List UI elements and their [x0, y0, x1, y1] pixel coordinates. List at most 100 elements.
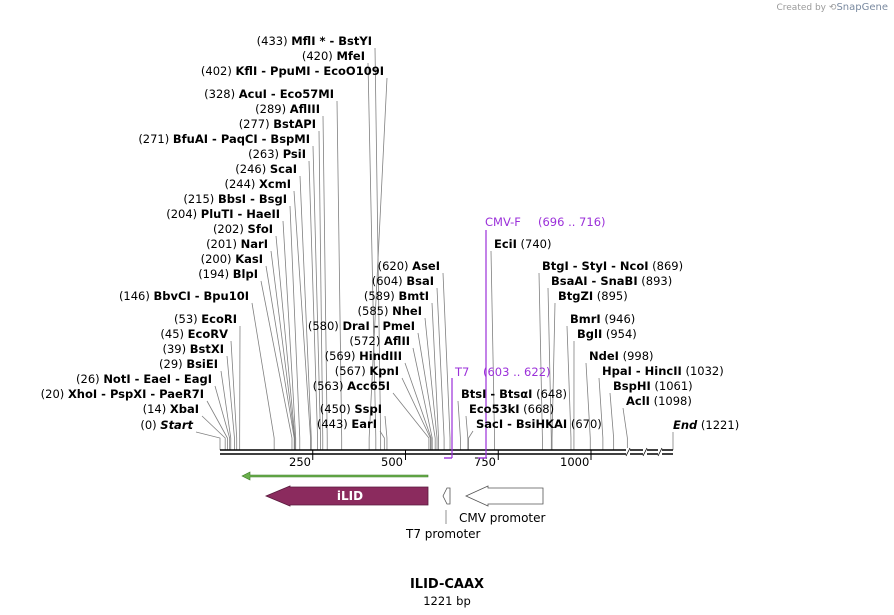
site-aflii[interactable]: (572) AflII — [349, 334, 410, 348]
connector-line — [289, 205, 301, 450]
site-bmri[interactable]: BmrI (946) — [570, 312, 635, 326]
site-sspi[interactable]: (450) SspI — [320, 402, 382, 416]
site-bsiei[interactable]: (29) BsiEI — [159, 357, 218, 371]
site-kasi[interactable]: (200) KasI — [201, 252, 263, 266]
feature-cmv-promoter[interactable]: CMV promoter — [459, 485, 546, 525]
site-start: (0) Start — [140, 418, 193, 432]
svg-text:(585) NheI: (585) NheI — [358, 304, 422, 318]
site-bstapi[interactable]: (277) BstAPI — [239, 117, 316, 131]
primer-t7[interactable]: T7 (603 .. 622) — [444, 365, 551, 459]
site-noti[interactable]: (26) NotI - EaeI - EagI — [76, 372, 212, 386]
site-acc65i[interactable]: (563) Acc65I — [313, 379, 390, 393]
site-blpi[interactable]: (194) BlpI — [198, 267, 258, 281]
site-enzyme-name: BtgZI — [558, 289, 593, 303]
connector-line — [299, 175, 312, 450]
site-enzyme-name: BstAPI — [273, 117, 316, 131]
svg-text:(45) EcoRV: (45) EcoRV — [160, 327, 228, 341]
site-nari[interactable]: (201) NarI — [206, 237, 268, 251]
site-asei[interactable]: (620) AseI — [378, 259, 440, 273]
connector-line — [260, 280, 293, 450]
site-eari[interactable]: (443) EarI — [317, 417, 377, 431]
site-enzyme-name: BsaI — [406, 274, 434, 288]
site-btgi[interactable]: BtgI - StyI - NcoI (869) — [542, 259, 683, 273]
svg-text:AclI (1098): AclI (1098) — [626, 394, 692, 408]
site-saci[interactable]: SacI - BsiHKAI (670) — [476, 417, 602, 431]
site-bfuai[interactable]: (271) BfuAI - PaqCI - BspMI — [138, 132, 310, 146]
site-position: (289) — [255, 102, 290, 116]
site-btgzi[interactable]: BtgZI (895) — [558, 289, 628, 303]
site-position: (648) — [532, 387, 567, 401]
svg-text:BtgZI (895): BtgZI (895) — [558, 289, 628, 303]
svg-text:BmrI (946): BmrI (946) — [570, 312, 635, 326]
connector-line — [622, 407, 628, 450]
site-bbsi[interactable]: (215) BbsI - BsgI — [183, 192, 287, 206]
site-ndei[interactable]: NdeI (998) — [589, 349, 654, 363]
feature-ilid[interactable]: iLID — [264, 485, 429, 507]
site-eco53ki[interactable]: Eco53kI (668) — [469, 402, 554, 416]
site-pluti[interactable]: (204) PluTI - HaeII — [166, 207, 280, 221]
site-bgli[interactable]: BglI (954) — [577, 327, 637, 341]
site-labels: (433) MflI * - BstYI(420) MfeI(402) KflI… — [41, 34, 740, 432]
site-kpni[interactable]: (567) KpnI — [335, 364, 399, 378]
feature-t7-promoter[interactable]: T7 promoter — [405, 487, 481, 541]
site-enzyme-name: PsiI — [283, 147, 306, 161]
connector-line — [308, 160, 318, 450]
site-position: (563) — [313, 379, 348, 393]
svg-text:(202) SfoI: (202) SfoI — [213, 222, 273, 236]
svg-text:HpaI - HincII (1032): HpaI - HincII (1032) — [602, 364, 724, 378]
site-xbai[interactable]: (14) XbaI — [143, 402, 199, 416]
site-position: (893) — [638, 274, 673, 288]
ruler-label-750: 750 — [474, 455, 496, 469]
site-bsphi[interactable]: BspHI (1061) — [613, 379, 693, 393]
site-drai[interactable]: (580) DraI - PmeI — [308, 319, 415, 333]
site-bmti[interactable]: (589) BmtI — [364, 289, 429, 303]
site-scai[interactable]: (246) ScaI — [235, 162, 297, 176]
site-enzyme-name: PluTI - HaeII — [201, 207, 280, 221]
site-ecori[interactable]: (53) EcoRI — [174, 312, 237, 326]
site-hindiii[interactable]: (569) HindIII — [325, 349, 402, 363]
svg-text:(244) XcmI: (244) XcmI — [224, 177, 291, 191]
site-xcmi[interactable]: (244) XcmI — [224, 177, 291, 191]
plasmid-name: ILID-CAAX — [409, 577, 485, 592]
site-psii[interactable]: (263) PsiI — [248, 147, 306, 161]
site-kfli[interactable]: (402) KflI - PpuMI - EcoO109I — [201, 64, 384, 78]
connector-line — [566, 325, 572, 450]
site-bsai[interactable]: (604) BsaI — [372, 274, 434, 288]
svg-text:(20) XhoI - PspXI - Pae: (20) XhoI - PspXI - PaeR7I — [41, 387, 204, 401]
site-hpai[interactable]: HpaI - HincII (1032) — [602, 364, 724, 378]
site-ecorv[interactable]: (45) EcoRV — [160, 327, 228, 341]
connector-line — [598, 377, 604, 450]
site-bstxi[interactable]: (39) BstXI — [162, 342, 224, 356]
site-bbvci[interactable]: (146) BbvCI - Bpu10I — [119, 289, 249, 303]
site-enzyme-name: BsiEI — [186, 357, 218, 371]
svg-text:(53) EcoRI: (53) EcoRI — [174, 312, 237, 326]
svg-text:(271) BfuAI - PaqCI - B: (271) BfuAI - PaqCI - BspMI — [138, 132, 310, 146]
site-position: (53) — [174, 312, 201, 326]
site-ecii[interactable]: EciI (740) — [494, 237, 552, 251]
site-position: (620) — [378, 259, 413, 273]
site-enzyme-name: ScaI — [270, 162, 297, 176]
connector-line — [392, 392, 430, 450]
site-enzyme-name: Eco53kI — [469, 402, 520, 416]
site-nhei[interactable]: (585) NheI — [358, 304, 422, 318]
site-position: (572) — [349, 334, 384, 348]
site-afliii[interactable]: (289) AflIII — [255, 102, 320, 116]
site-position: (277) — [239, 117, 274, 131]
connector-line — [265, 265, 295, 450]
site-enzyme-name: XbaI — [170, 402, 199, 416]
site-mfei[interactable]: (420) MfeI — [302, 49, 365, 63]
feature-t7-promoter-label: T7 promoter — [405, 527, 481, 541]
site-mfli[interactable]: (433) MflI * - BstYI — [257, 34, 372, 48]
site-btsi[interactable]: BtsI - BtsαI (648) — [461, 387, 567, 401]
site-acli[interactable]: AclI (1098) — [626, 394, 692, 408]
connector-line — [368, 77, 388, 450]
site-position: (443) — [317, 417, 352, 431]
site-bsaai[interactable]: BsaAI - SnaBI (893) — [551, 274, 672, 288]
primer-cmv-f[interactable]: CMV-F (696 .. 716) — [478, 215, 606, 459]
site-position: (670) — [567, 417, 602, 431]
site-acui[interactable]: (328) AcuI - Eco57MI — [204, 87, 334, 101]
site-xhoi[interactable]: (20) XhoI - PspXI - PaeR7I — [41, 387, 204, 401]
site-sfoi[interactable]: (202) SfoI — [213, 222, 273, 236]
svg-text:(589) BmtI: (589) BmtI — [364, 289, 429, 303]
